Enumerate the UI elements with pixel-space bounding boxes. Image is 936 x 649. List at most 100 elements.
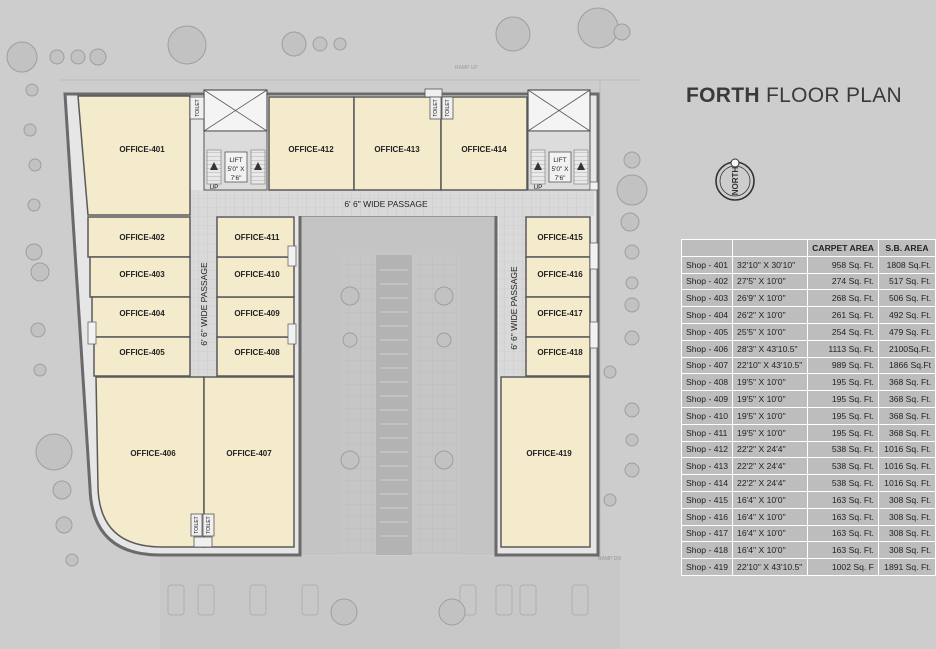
site-trees xyxy=(6,7,648,626)
size-cell: 19'5" X 10'0" xyxy=(732,373,809,392)
title-rest: FLOOR PLAN xyxy=(759,84,902,107)
carpet-area-cell: 268 Sq. Ft. xyxy=(807,289,879,308)
sb-area-cell: 308 Sq. Ft. xyxy=(877,490,936,509)
office-405-label: OFFICE-405 xyxy=(119,348,165,357)
size-cell: 22'10" X 43'10.5" xyxy=(732,558,809,576)
shop-cell: Shop - 417 xyxy=(680,524,734,543)
office-418[interactable] xyxy=(525,336,591,377)
office-418-label: OFFICE-418 xyxy=(537,348,583,357)
office-407-label: OFFICE-407 xyxy=(226,449,272,458)
office-404[interactable] xyxy=(91,296,191,338)
office-405[interactable] xyxy=(93,336,191,377)
left-up-label: UP xyxy=(209,184,218,191)
carpet-area-cell: 1113 Sq. Ft. xyxy=(807,339,879,358)
sb-area-cell: 1016 Sq. Ft. xyxy=(877,440,936,459)
shop-cell: Shop - 418 xyxy=(680,541,734,560)
top-passage-label: 6' 6" WIDE PASSAGE xyxy=(344,199,428,209)
office-412[interactable] xyxy=(268,96,355,191)
shop-cell: Shop - 416 xyxy=(680,507,734,526)
page-title: FORTH FLOOR PLAN xyxy=(686,84,902,108)
toilet-label-407: TOILET xyxy=(206,516,212,533)
shop-cell: Shop - 413 xyxy=(680,457,734,476)
toilet-label-401: TOILET xyxy=(195,99,201,116)
site-ground xyxy=(60,79,640,649)
shop-cell: Shop - 405 xyxy=(680,322,734,341)
north-arrow: NORTH xyxy=(715,158,755,201)
sb-area-cell: 517 Sq. Ft. xyxy=(877,272,936,291)
carpet-area-cell: 195 Sq. Ft. xyxy=(807,373,879,392)
shop-cell: Shop - 411 xyxy=(680,423,734,442)
north-label: NORTH xyxy=(731,167,740,196)
office-411-label: OFFICE-411 xyxy=(235,233,280,242)
size-cell: 32'10" X 30'10" xyxy=(732,255,809,274)
size-cell: 22'2" X 24'4" xyxy=(732,440,809,459)
shop-cell: Shop - 404 xyxy=(680,306,734,324)
office-414-label: OFFICE-414 xyxy=(461,145,507,154)
office-401-label: OFFICE-401 xyxy=(119,145,165,154)
carpet-area-cell: 261 Sq. Ft. xyxy=(807,306,879,324)
top-passage xyxy=(190,190,594,216)
carpet-area-cell: 195 Sq. Ft. xyxy=(807,406,879,425)
office-411[interactable] xyxy=(216,216,295,258)
shop-cell: Shop - 412 xyxy=(680,440,734,459)
office-410[interactable] xyxy=(216,256,295,298)
shop-cell: Shop - 409 xyxy=(680,390,734,408)
size-cell: 22'2" X 24'4" xyxy=(732,457,809,476)
office-413[interactable] xyxy=(353,96,442,191)
left-passage-label: 6' 6" WIDE PASSAGE xyxy=(199,262,209,346)
office-401[interactable] xyxy=(77,95,191,216)
office-408[interactable] xyxy=(216,336,295,377)
sb-area-cell: 308 Sq. Ft. xyxy=(877,507,936,526)
shop-cell: Shop - 415 xyxy=(680,490,734,509)
office-414[interactable] xyxy=(440,96,528,191)
sb-area-cell: 2100Sq.Ft. xyxy=(877,339,936,358)
table-header-row: CARPET AREA S.B. AREA xyxy=(680,239,936,257)
right-passage xyxy=(499,210,526,376)
carpet-area-cell: 163 Sq. Ft. xyxy=(807,541,879,560)
office-417[interactable] xyxy=(525,296,591,338)
office-406[interactable] xyxy=(95,376,205,548)
right-passage-label: 6' 6" WIDE PASSAGE xyxy=(509,266,519,350)
carpet-area-cell: 1002 Sq. F xyxy=(807,558,879,576)
carpet-area-cell: 989 Sq. Ft. xyxy=(807,356,879,375)
office-419[interactable] xyxy=(500,376,591,548)
office-408-label: OFFICE-408 xyxy=(234,348,280,357)
carpet-area-cell: 163 Sq. Ft. xyxy=(807,490,879,509)
carpet-area-cell: 274 Sq. Ft. xyxy=(807,272,879,291)
size-cell: 16'4" X 10'0" xyxy=(732,524,809,543)
size-cell: 19'5" X 10'0" xyxy=(732,390,809,408)
shop-cell: Shop - 403 xyxy=(680,289,734,308)
office-407[interactable] xyxy=(203,376,295,548)
ramp-up-label: RAMP UP xyxy=(455,65,478,71)
sb-area-cell: 1016 Sq. Ft. xyxy=(877,474,936,492)
shop-cell: Shop - 402 xyxy=(680,272,734,291)
office-415-label: OFFICE-415 xyxy=(537,233,583,242)
shop-cell: Shop - 419 xyxy=(680,558,734,576)
sb-area-cell: 368 Sq. Ft. xyxy=(877,390,936,408)
size-cell: 26'2" X 10'0" xyxy=(732,306,809,324)
size-cell: 16'4" X 10'0" xyxy=(732,490,809,509)
bottom-toilets xyxy=(190,513,215,548)
shop-cell: Shop - 401 xyxy=(680,255,734,274)
toilet-label-406: TOILET xyxy=(194,516,200,533)
office-402[interactable] xyxy=(87,216,191,258)
sb-area-cell: 308 Sq. Ft. xyxy=(877,524,936,543)
office-413-label: OFFICE-413 xyxy=(374,145,420,154)
size-cell: 27'5" X 10'0" xyxy=(732,272,809,291)
office-403[interactable] xyxy=(89,256,191,298)
office-417-label: OFFICE-417 xyxy=(537,309,583,318)
size-cell: 22'2" X 24'4" xyxy=(732,474,809,492)
